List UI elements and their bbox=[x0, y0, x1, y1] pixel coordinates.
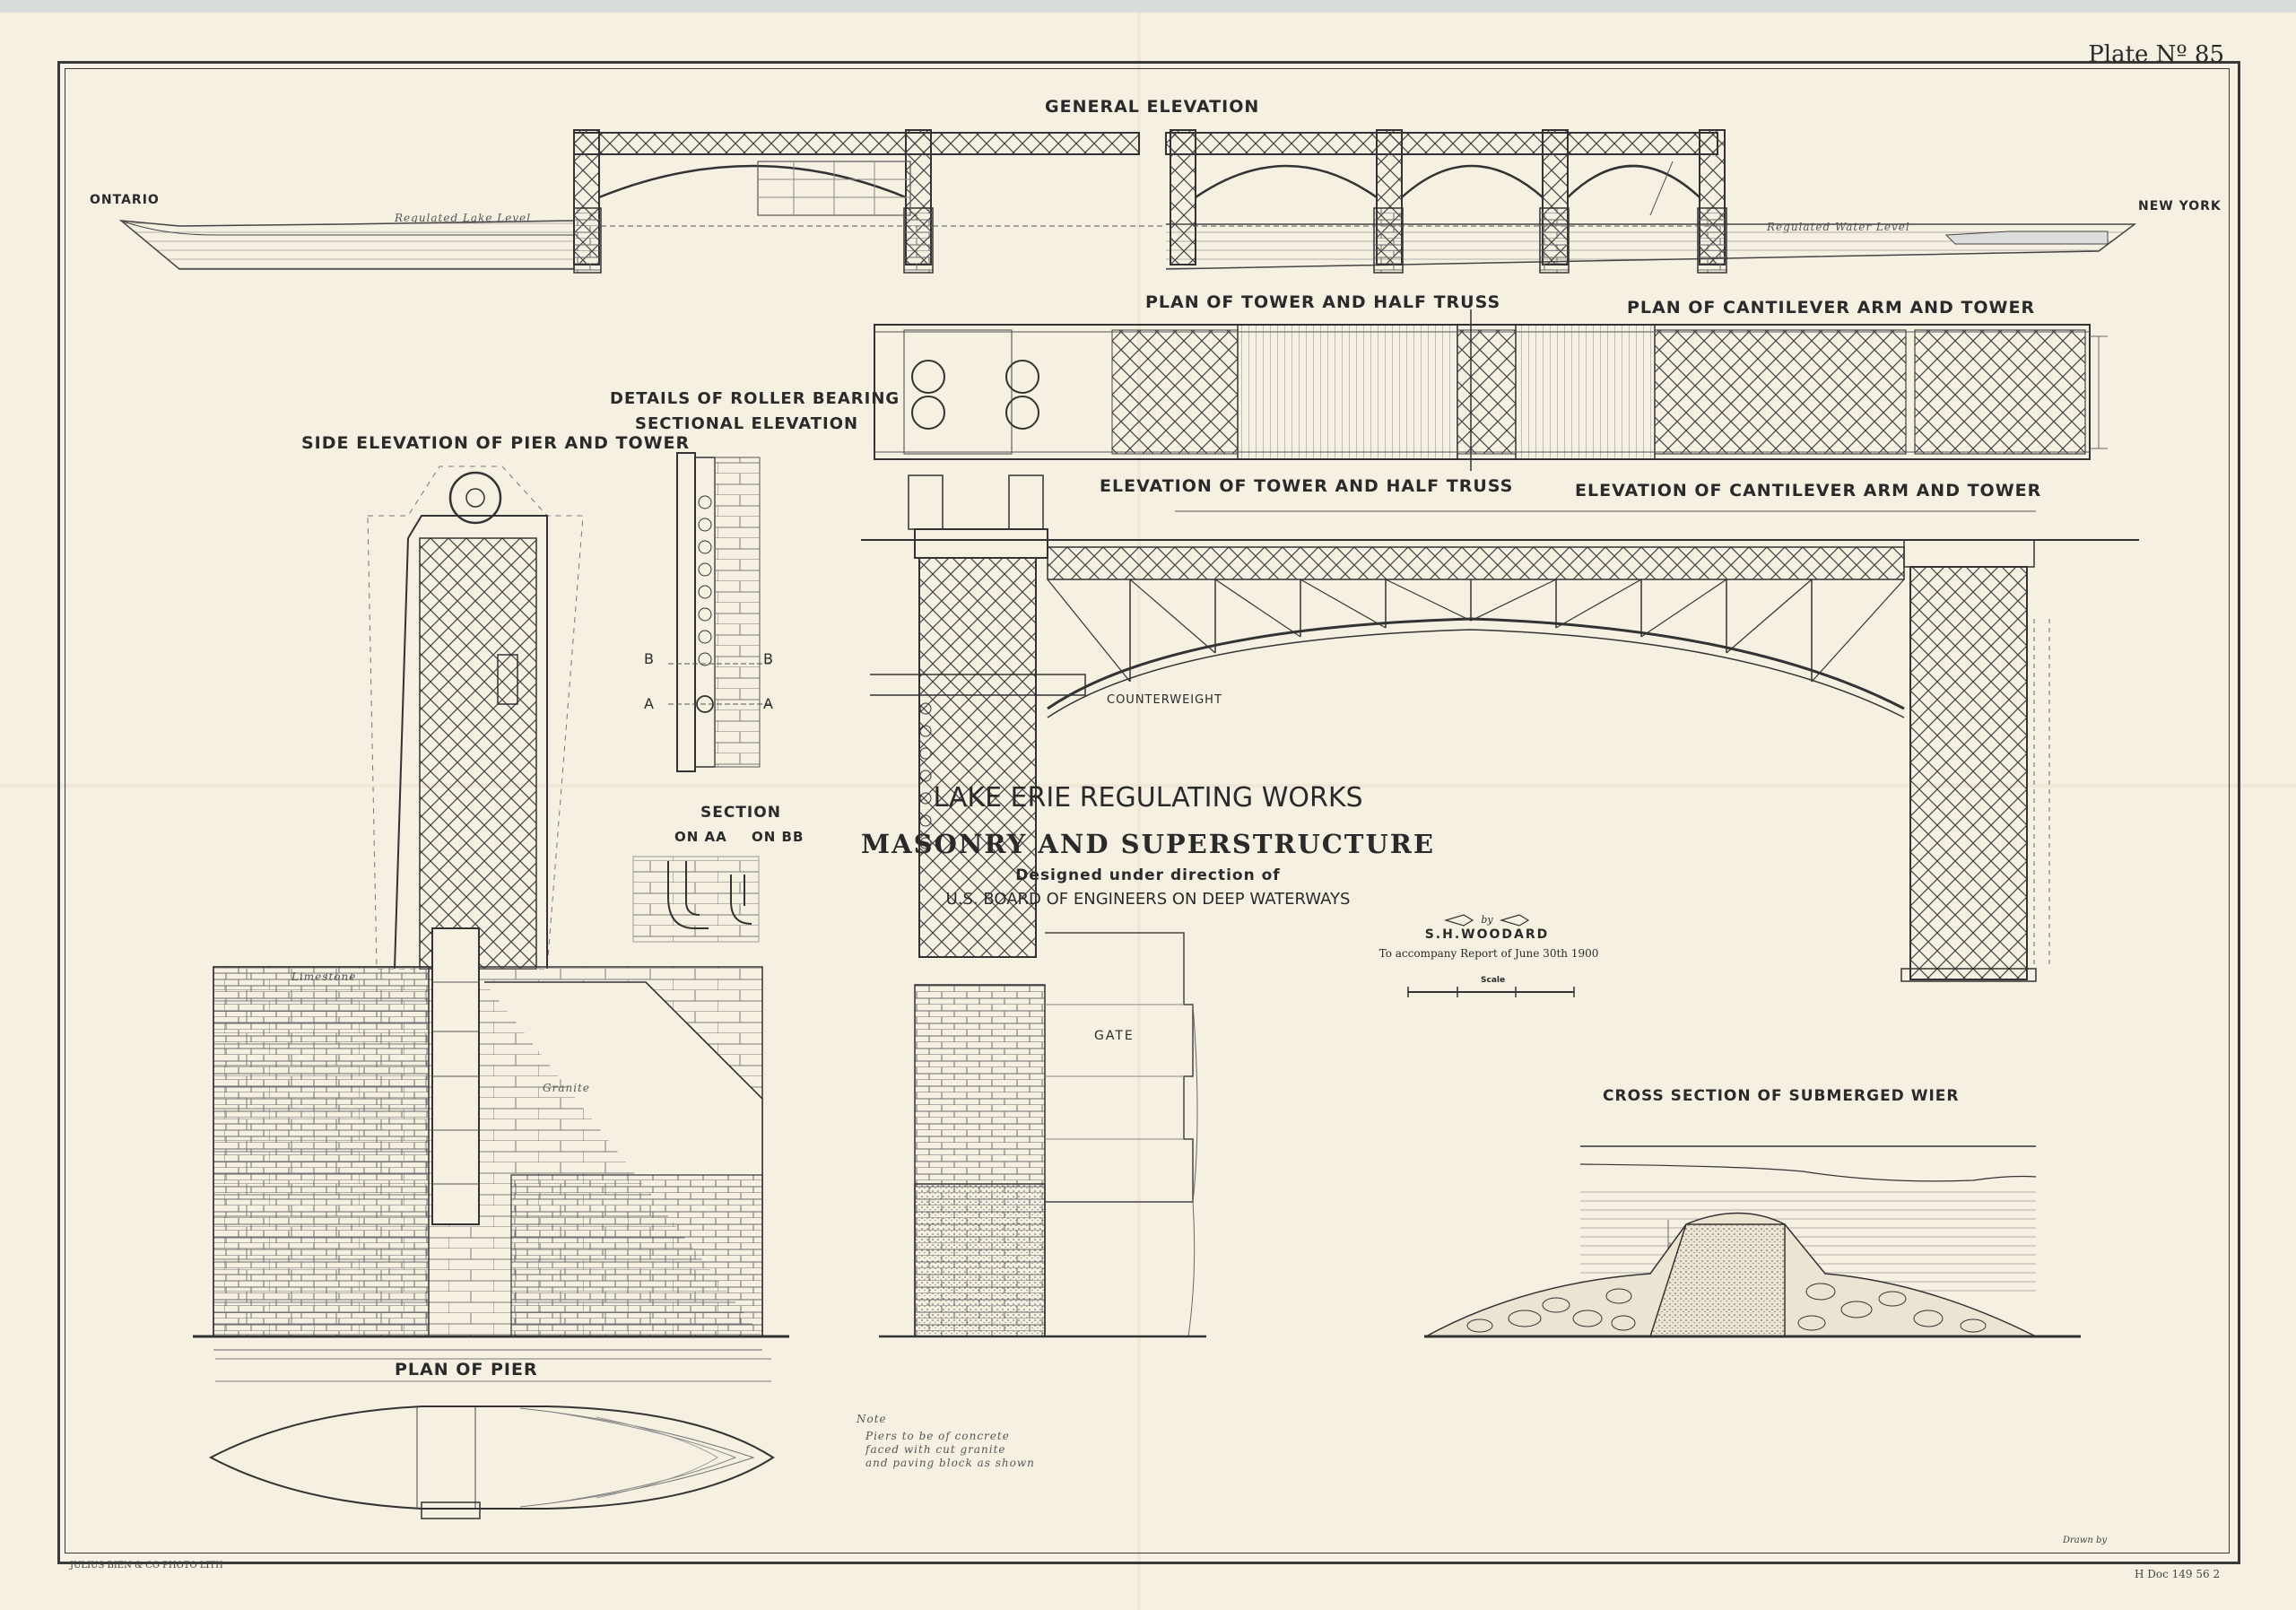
scale-label: Scale bbox=[1481, 976, 1506, 985]
elevation-tower-truss-title: ELEVATION OF TOWER AND HALF TRUSS bbox=[1100, 476, 1514, 496]
plan-view-drawing bbox=[874, 309, 2108, 471]
elevation-cantilever-title: ELEVATION OF CANTILEVER ARM AND TOWER bbox=[1575, 481, 2042, 500]
wier-cross-section-drawing bbox=[1424, 1145, 2081, 1338]
counterweight-label: COUNTERWEIGHT bbox=[1107, 693, 1222, 707]
wier-cross-section-title: CROSS SECTION OF SUBMERGED WIER bbox=[1603, 1087, 1960, 1105]
inner-border bbox=[65, 68, 2230, 1553]
new-york-label: NEW YORK bbox=[2138, 199, 2222, 213]
sub-title: MASONRY AND SUPERSTRUCTURE bbox=[861, 829, 1435, 859]
gate-label: GATE bbox=[1094, 1029, 1135, 1043]
plan-tower-truss-title: PLAN OF TOWER AND HALF TRUSS bbox=[1145, 292, 1501, 312]
roller-bearing-title: DETAILS OF ROLLER BEARING bbox=[610, 389, 900, 408]
granite-label: Granite bbox=[543, 1082, 590, 1094]
title-ornament bbox=[1443, 914, 1530, 927]
note-line-3: and paving block as shown bbox=[865, 1457, 1035, 1469]
marker-a-right: A bbox=[763, 695, 774, 712]
outer-border bbox=[57, 61, 2240, 1564]
note-label: Note bbox=[857, 1413, 887, 1425]
main-title: LAKE ERIE REGULATING WORKS bbox=[933, 782, 1363, 814]
side-elevation-title: SIDE ELEVATION OF PIER AND TOWER bbox=[301, 433, 691, 453]
plate-number: Plate Nº 85 bbox=[2088, 41, 2224, 68]
scale-bar bbox=[1407, 987, 1575, 997]
drawn-by-credit: Drawn by bbox=[2063, 1536, 2107, 1545]
plan-cantilever-title: PLAN OF CANTILEVER ARM AND TOWER bbox=[1627, 298, 2036, 318]
section-bb-label: ON BB bbox=[752, 829, 804, 845]
ontario-label: ONTARIO bbox=[90, 193, 160, 207]
section-title: SECTION bbox=[700, 804, 781, 822]
roller-bearing-subtitle: SECTIONAL ELEVATION bbox=[635, 414, 859, 433]
note-line-2: faced with cut granite bbox=[865, 1443, 1006, 1456]
designed-under-line: Designed under direction of bbox=[1015, 866, 1281, 884]
roller-bearing-drawing bbox=[668, 452, 771, 772]
pier-plan-drawing bbox=[208, 1358, 775, 1519]
note-line-1: Piers to be of concrete bbox=[865, 1430, 1010, 1442]
general-elevation-title: GENERAL ELEVATION bbox=[1045, 97, 1260, 117]
side-elevation-drawing bbox=[193, 466, 789, 1351]
author-line: S.H.WOODARD bbox=[1424, 927, 1550, 942]
marker-a-left: A bbox=[644, 695, 655, 712]
fold-line-horizontal bbox=[0, 784, 2296, 788]
report-line: To accompany Report of June 30th 1900 bbox=[1378, 947, 1599, 960]
board-of-engineers-line: U.S. BOARD OF ENGINEERS ON DEEP WATERWAY… bbox=[945, 890, 1351, 909]
document-number: H Doc 149 56 2 bbox=[2135, 1568, 2221, 1580]
marker-b-right: B bbox=[763, 650, 774, 667]
section-aa-label: ON AA bbox=[674, 829, 727, 845]
truss-elevation-drawing bbox=[861, 474, 2139, 1338]
regulated-lake-level-label: Regulated Lake Level bbox=[395, 212, 532, 224]
by-line: by bbox=[1481, 914, 1493, 926]
section-details-drawing bbox=[632, 856, 760, 943]
plan-of-pier-title: PLAN OF PIER bbox=[395, 1360, 538, 1379]
general-elevation-drawing bbox=[118, 129, 2137, 274]
regulated-water-level-label: Regulated Water Level bbox=[1767, 221, 1910, 233]
marker-b-left: B bbox=[644, 650, 655, 667]
printer-credit: JULIUS BIEN & CO PHOTO LITH bbox=[70, 1561, 223, 1571]
limestone-label: Limestone bbox=[291, 970, 357, 983]
fold-line-vertical bbox=[1137, 13, 1141, 1610]
